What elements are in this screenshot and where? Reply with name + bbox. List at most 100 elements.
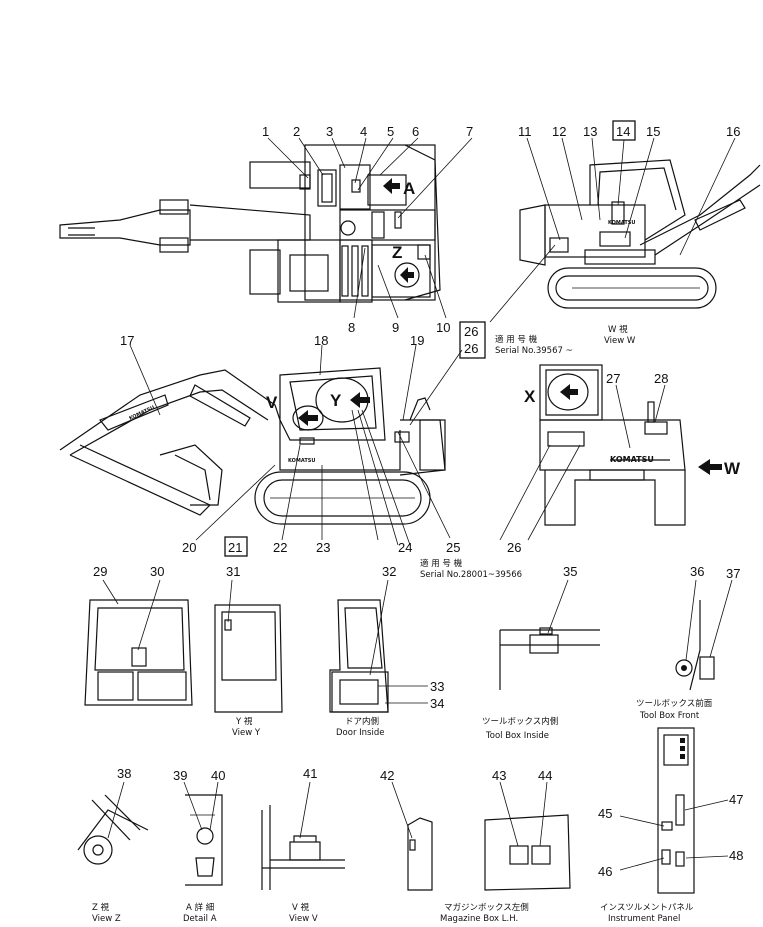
callout-24: 24 bbox=[398, 540, 412, 555]
serial-bottom-en: Serial No.28001~39566 bbox=[420, 570, 522, 580]
callout-12: 12 bbox=[552, 124, 566, 139]
door-inside bbox=[329, 579, 428, 713]
caption-magazine-jp: マガジンボックス左側 bbox=[444, 902, 529, 913]
caption-instrument-en: Instrument Panel bbox=[608, 914, 680, 924]
caption-toolbox-front-jp: ツールボックス前面 bbox=[636, 698, 713, 709]
callout-37: 37 bbox=[726, 566, 740, 581]
caption-view-z-jp: Z 視 bbox=[92, 902, 110, 913]
callout-26b: 26 bbox=[464, 341, 478, 356]
view-letters: A Z X W V Y bbox=[266, 179, 741, 478]
callout-4: 4 bbox=[360, 124, 367, 139]
callout-38: 38 bbox=[117, 766, 131, 781]
toolbox-front bbox=[675, 579, 733, 691]
caption-view-y-en: View Y bbox=[232, 728, 261, 738]
caption-view-v-en: View V bbox=[289, 914, 318, 924]
callout-45: 45 bbox=[598, 806, 612, 821]
callout-2: 2 bbox=[293, 124, 300, 139]
instrument-panel bbox=[619, 727, 729, 894]
view-letter-z: Z bbox=[392, 243, 402, 262]
toolbox-inside bbox=[499, 579, 600, 690]
callout-48: 48 bbox=[729, 848, 743, 863]
side-view-leaders bbox=[129, 344, 463, 546]
caption-magazine-en: Magazine Box L.H. bbox=[440, 914, 518, 924]
serial-top-en: Serial No.39567 ~ bbox=[495, 346, 573, 356]
view-letter-x: X bbox=[524, 387, 536, 406]
view-v bbox=[261, 781, 345, 890]
callout-1: 1 bbox=[262, 124, 269, 139]
callout-26c: 26 bbox=[507, 540, 521, 555]
callout-33: 33 bbox=[430, 679, 444, 694]
view-w-machine bbox=[519, 159, 761, 309]
callout-43: 43 bbox=[492, 768, 506, 783]
callout-30: 30 bbox=[150, 564, 164, 579]
caption-view-v-jp: V 視 bbox=[292, 902, 310, 913]
caption-door-en: Door Inside bbox=[336, 728, 384, 738]
captions: W 視 View W Y 視 View Y ドア内側 Door Inside ツ… bbox=[92, 324, 713, 924]
callout-9: 9 bbox=[392, 320, 399, 335]
callout-15: 15 bbox=[646, 124, 660, 139]
caption-detail-a-en: Detail A bbox=[183, 914, 217, 924]
serial-bottom-jp: 適 用 号 機 bbox=[420, 558, 463, 569]
side-view-machine bbox=[59, 367, 446, 525]
brand-decal-view-x: KOMATSU bbox=[610, 455, 654, 464]
callout-6: 6 bbox=[412, 124, 419, 139]
brand-decal-side: KOMATSU bbox=[288, 458, 315, 464]
callout-17: 17 bbox=[120, 333, 134, 348]
top-view-leaders bbox=[267, 137, 473, 319]
callout-42: 42 bbox=[380, 768, 394, 783]
callout-25: 25 bbox=[446, 540, 460, 555]
caption-view-z-en: View Z bbox=[92, 914, 121, 924]
callout-14-box bbox=[612, 120, 636, 141]
callout-35: 35 bbox=[563, 564, 577, 579]
callout-14: 14 bbox=[616, 124, 630, 139]
callout-41: 41 bbox=[303, 766, 317, 781]
view-letter-v: V bbox=[266, 393, 278, 412]
callout-31: 31 bbox=[226, 564, 240, 579]
callout-36: 36 bbox=[690, 564, 704, 579]
callout-11: 11 bbox=[518, 124, 532, 139]
magazine-box bbox=[484, 781, 571, 891]
callout-18: 18 bbox=[314, 333, 328, 348]
callout-28: 28 bbox=[654, 371, 668, 386]
callout-39: 39 bbox=[173, 768, 187, 783]
callout-numbers: 1 2 3 4 5 6 7 8 9 10 11 12 13 14 15 16 1… bbox=[93, 120, 743, 879]
callout-46: 46 bbox=[598, 864, 612, 879]
callout-47: 47 bbox=[729, 792, 743, 807]
serial-notes: 適 用 号 機 Serial No.39567 ~ 適 用 号 機 Serial… bbox=[420, 334, 573, 580]
callout-3: 3 bbox=[326, 124, 333, 139]
callout-32: 32 bbox=[382, 564, 396, 579]
callout-21-box bbox=[224, 536, 248, 557]
view-w-leaders bbox=[489, 137, 736, 323]
callout-26-box-top bbox=[459, 321, 486, 359]
callout-10: 10 bbox=[436, 320, 450, 335]
caption-toolbox-in-en: Tool Box Inside bbox=[485, 731, 549, 741]
view-x-machine bbox=[539, 364, 722, 526]
caption-view-y-jp: Y 視 bbox=[235, 716, 253, 727]
brand-decal-view-w: KOMATSU bbox=[608, 220, 635, 226]
callout-19: 19 bbox=[410, 333, 424, 348]
view-x-leaders bbox=[499, 384, 666, 541]
view-letter-y: Y bbox=[330, 391, 342, 410]
callout-40: 40 bbox=[211, 768, 225, 783]
cab-view-29 bbox=[84, 579, 193, 706]
caption-toolbox-front-en: Tool Box Front bbox=[639, 711, 700, 721]
caption-view-w-en: View W bbox=[604, 336, 636, 346]
callout-5: 5 bbox=[387, 124, 394, 139]
caption-detail-a-jp: A 詳 細 bbox=[186, 902, 214, 913]
caption-toolbox-in-jp: ツールボックス内側 bbox=[482, 716, 558, 727]
view-letter-w: W bbox=[724, 459, 741, 478]
callout-20: 20 bbox=[182, 540, 196, 555]
callout-27: 27 bbox=[606, 371, 620, 386]
caption-view-w-jp: W 視 bbox=[608, 324, 628, 335]
callout-26a: 26 bbox=[464, 324, 478, 339]
view-42 bbox=[391, 781, 433, 891]
detail-a bbox=[183, 781, 223, 886]
callout-44: 44 bbox=[538, 768, 552, 783]
callout-13: 13 bbox=[583, 124, 597, 139]
caption-instrument-jp: インスツルメントパネル bbox=[600, 903, 694, 913]
serial-top-jp: 適 用 号 機 bbox=[495, 334, 538, 345]
callout-8: 8 bbox=[348, 320, 355, 335]
view-letter-a: A bbox=[403, 179, 415, 198]
